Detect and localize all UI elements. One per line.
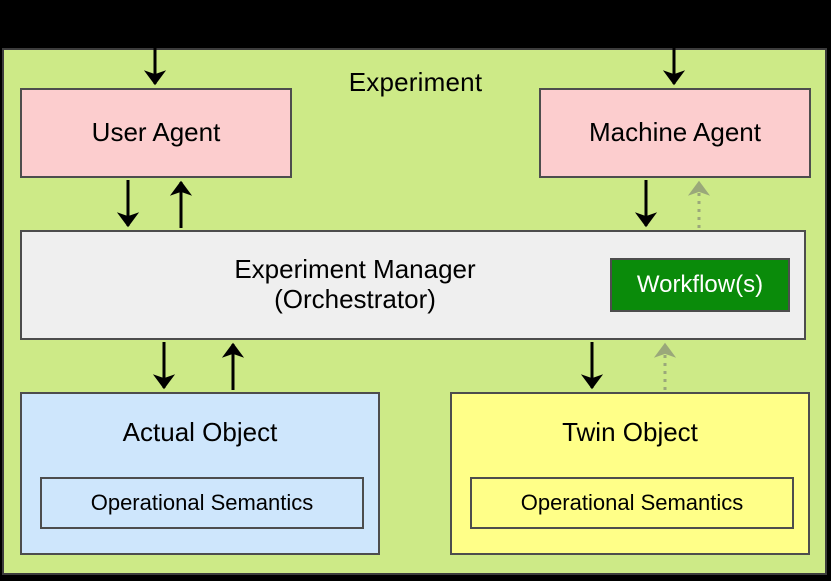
node-user-agent[interactable]: User Agent bbox=[20, 88, 292, 178]
node-actual-object[interactable]: Actual Object Operational Semantics bbox=[20, 392, 380, 555]
actual-object-operational-semantics[interactable]: Operational Semantics bbox=[40, 477, 364, 529]
node-workflows-badge[interactable]: Workflow(s) bbox=[610, 258, 790, 312]
workflows-label: Workflow(s) bbox=[636, 271, 764, 298]
twin-object-operational-semantics-label: Operational Semantics bbox=[520, 490, 744, 515]
node-machine-agent[interactable]: Machine Agent bbox=[539, 88, 811, 178]
user-agent-label: User Agent bbox=[91, 117, 221, 148]
twin-object-operational-semantics[interactable]: Operational Semantics bbox=[470, 477, 794, 529]
actual-object-operational-semantics-label: Operational Semantics bbox=[90, 490, 314, 515]
experiment-manager-label: Experiment Manager (Orchestrator) bbox=[234, 254, 476, 314]
twin-object-label: Twin Object bbox=[562, 417, 698, 447]
actual-object-label: Actual Object bbox=[122, 417, 278, 447]
experiment-title: Experiment bbox=[348, 67, 483, 97]
node-twin-object[interactable]: Twin Object Operational Semantics bbox=[450, 392, 810, 555]
machine-agent-label: Machine Agent bbox=[588, 117, 761, 148]
